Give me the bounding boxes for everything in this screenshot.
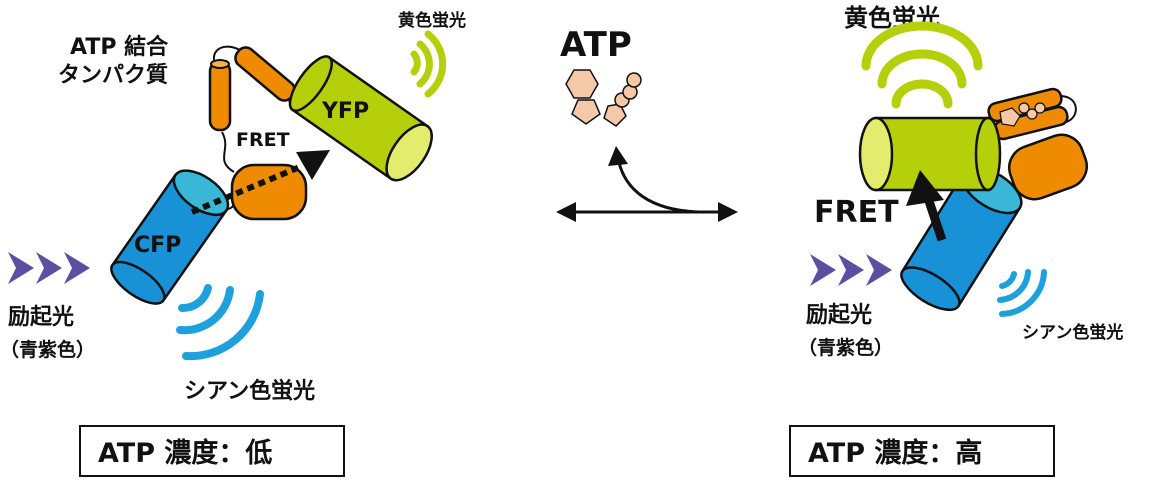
cfp-cylinder — [110, 169, 230, 305]
caption-low: ATP 濃度：低 — [98, 437, 272, 469]
atp-label: ATP — [560, 25, 632, 65]
atp-release-arrow-head — [608, 146, 628, 166]
protein-label-line1: ATP 結合 — [70, 34, 169, 60]
yfp-label: YFP — [321, 99, 369, 124]
fret-arrow-head — [296, 150, 330, 180]
binding-domain-right — [1008, 133, 1088, 201]
excitation-color-label: （青紫色） — [0, 338, 95, 361]
yfp-cylinder — [288, 55, 433, 182]
fret-arrow-right — [923, 196, 947, 242]
cfp-label: CFP — [134, 233, 181, 258]
excitation-label: 励起光 — [8, 305, 74, 330]
excitation-arrows — [8, 252, 90, 284]
helix-bundle-right — [987, 87, 1077, 141]
caption-high: ATP 濃度：高 — [808, 437, 982, 469]
caption-box — [79, 425, 345, 477]
cyan-emission-waves — [176, 284, 264, 361]
atp-molecule — [565, 69, 642, 127]
fret-label: FRET — [236, 129, 290, 151]
cyan-emission-label: シアン色蛍光 — [184, 378, 315, 404]
yellow-emission-label: 黄色蛍光 — [398, 10, 466, 31]
equilibrium-arrow-head-left — [556, 202, 576, 222]
fret-label-right: FRET — [814, 195, 899, 230]
helix-diagonal — [234, 46, 296, 102]
excitation-arrows-right — [810, 254, 892, 286]
linker-line — [221, 131, 235, 173]
protein-label-line2: タンパク質 — [58, 63, 168, 88]
fret-arrow — [190, 163, 304, 215]
yellow-emission-waves-right — [861, 21, 983, 109]
caption-box-right — [789, 425, 1055, 477]
right-panel: 黄色蛍光 — [789, 4, 1123, 477]
yfp-cylinder-right — [858, 116, 1002, 192]
yellow-emission-waves — [410, 30, 447, 98]
cyan-emission-label-right: シアン色蛍光 — [1022, 322, 1123, 343]
atp-release-arrow — [616, 157, 699, 214]
center-panel: ATP — [556, 25, 738, 222]
left-panel: YFP CFP FRET ATP 結合 タンパク質 黄色蛍光 励 — [0, 10, 466, 477]
excitation-label-right: 励起光 — [806, 303, 872, 328]
binding-domain — [230, 163, 308, 221]
cyan-emission-waves-right — [997, 269, 1047, 317]
equilibrium-arrow-head-right — [718, 202, 738, 222]
helix-vertical — [208, 59, 232, 132]
fret-arrow-head-right — [906, 170, 944, 206]
excitation-color-label-right: （青紫色） — [798, 336, 893, 359]
